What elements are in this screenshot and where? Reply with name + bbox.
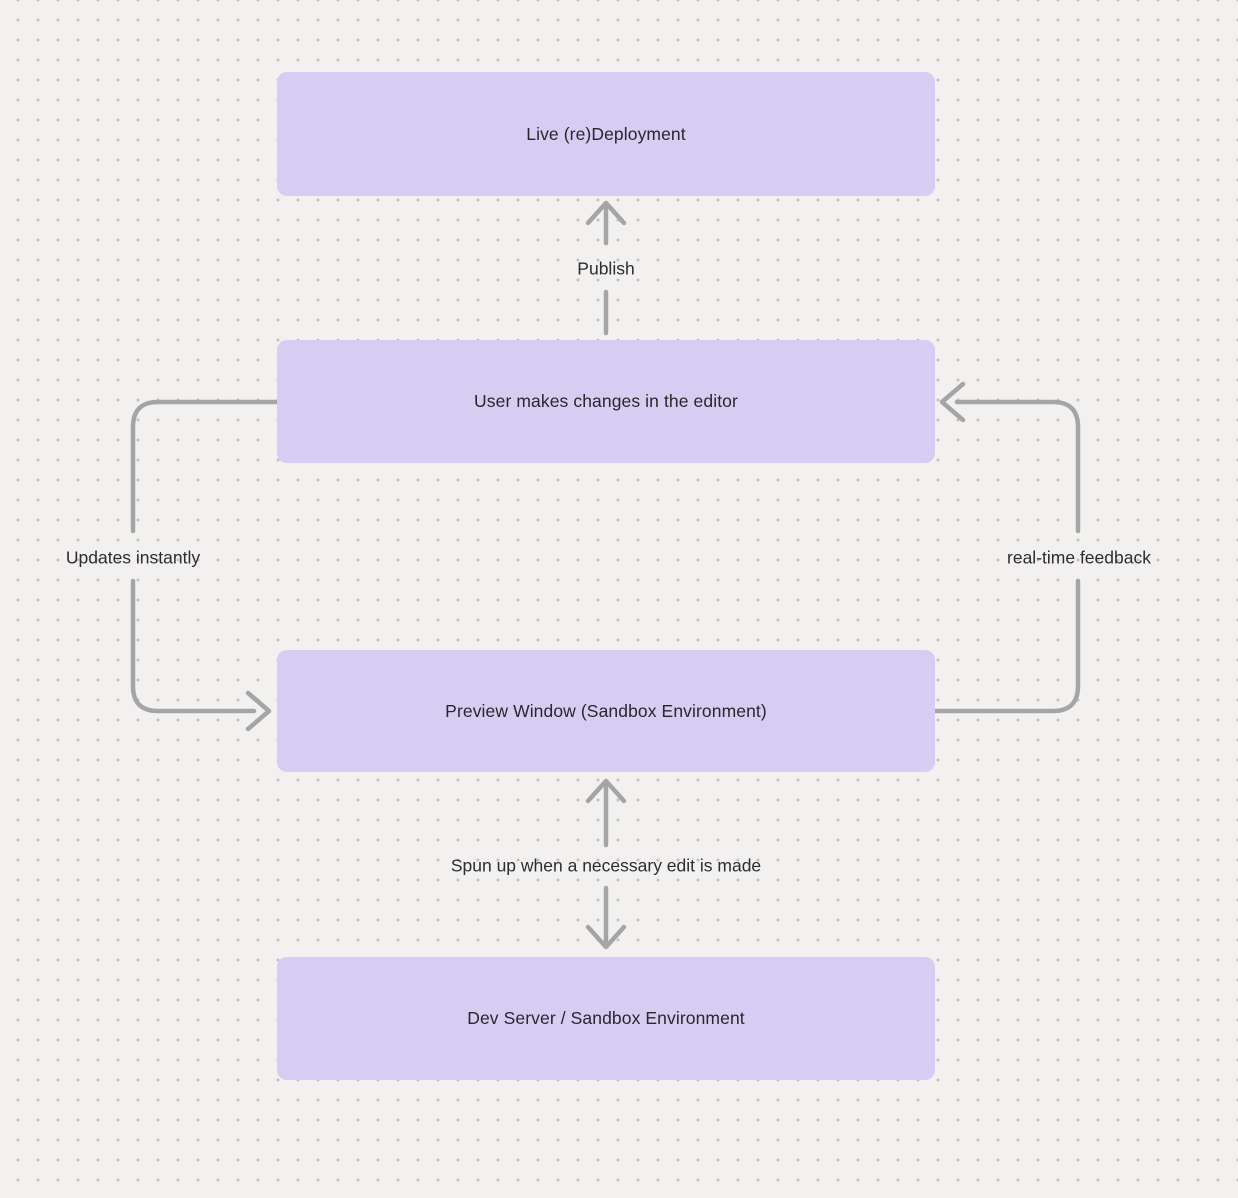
arrow-up-icon [585, 778, 627, 804]
node-preview-window[interactable]: Preview Window (Sandbox Environment) [277, 650, 935, 772]
node-label: Dev Server / Sandbox Environment [467, 1008, 745, 1028]
edge-label-publish: Publish [577, 258, 635, 279]
node-label: User makes changes in the editor [474, 391, 738, 411]
arrow-up-icon [585, 200, 627, 226]
node-user-changes[interactable]: User makes changes in the editor [277, 340, 935, 463]
node-dev-server[interactable]: Dev Server / Sandbox Environment [277, 957, 935, 1080]
edge-feedback-line-top [954, 399, 1081, 534]
node-live-redeployment[interactable]: Live (re)Deployment [277, 72, 935, 196]
edge-updates-line-top [130, 399, 280, 534]
arrow-right-icon [245, 690, 272, 732]
node-label: Preview Window (Sandbox Environment) [445, 700, 767, 721]
arrow-left-icon [939, 381, 966, 423]
arrow-down-icon [585, 924, 627, 950]
edge-label-spun-up: Spun up when a necessary edit is made [450, 855, 762, 876]
edge-feedback-line-bottom [932, 578, 1081, 714]
edge-label-updates-instantly: Updates instantly [65, 547, 201, 568]
edge-updates-line-bottom [130, 578, 257, 714]
edge-label-real-time-feedback: real-time feedback [1007, 547, 1151, 568]
node-label: Live (re)Deployment [526, 123, 686, 144]
